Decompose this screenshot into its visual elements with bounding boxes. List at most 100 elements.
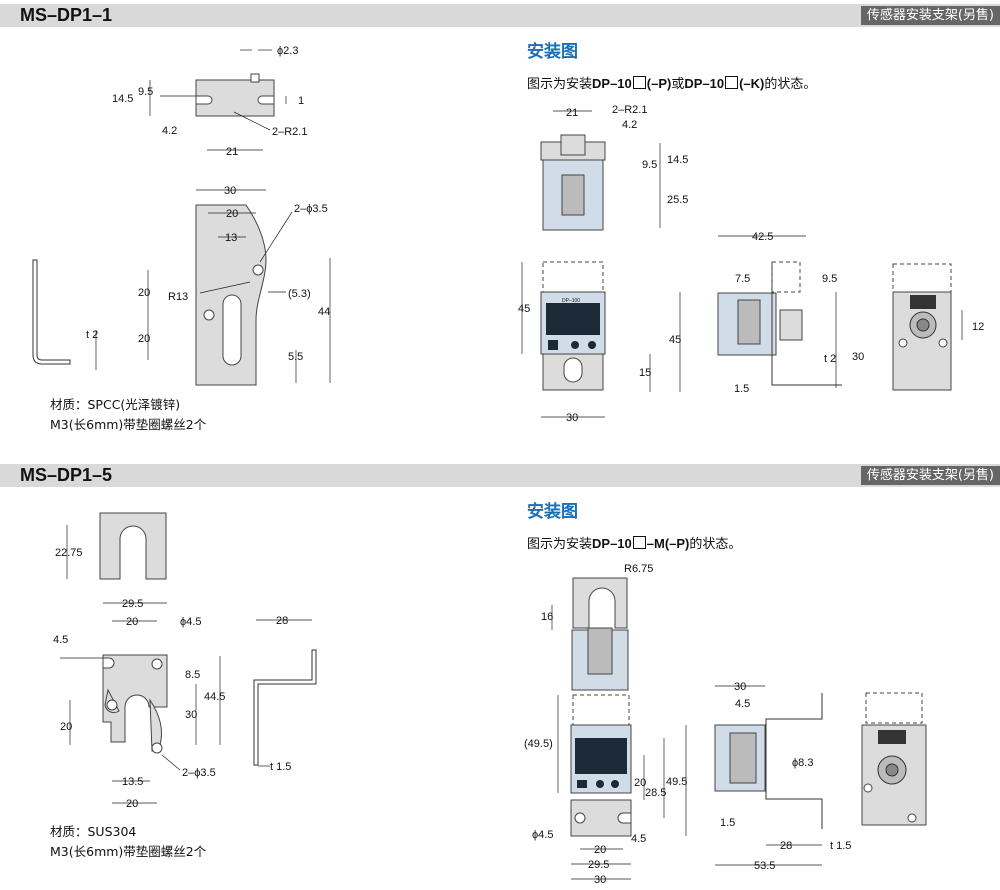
dim-text: 25.5 bbox=[667, 194, 688, 206]
dim-text: ϕ8.3 bbox=[792, 757, 813, 769]
dim-text: 30 bbox=[852, 351, 864, 363]
cable-core bbox=[885, 763, 899, 777]
dim-text: 28.5 bbox=[645, 787, 666, 799]
bracket-side-view bbox=[32, 259, 71, 365]
desc-mid: 或 bbox=[671, 77, 685, 92]
mounting-heading: 安装图 bbox=[527, 42, 578, 62]
mounting-heading: 安装图 bbox=[527, 502, 578, 522]
category-tag: 传感器安装支架(另售) bbox=[860, 466, 1000, 485]
dim-text: 4.2 bbox=[622, 119, 637, 131]
dim-text: 30 bbox=[566, 412, 578, 424]
bracket-side-line bbox=[771, 265, 842, 386]
material-note: 材质：SUS304 M3(长6mm)带垫圈螺丝2个 bbox=[50, 822, 206, 862]
dim-text: 20 bbox=[226, 208, 238, 220]
dim-text: 49.5 bbox=[666, 776, 687, 788]
button-down-icon bbox=[611, 780, 619, 788]
dim-text: 4.5 bbox=[53, 634, 68, 646]
desc-suffix-1: –M(–P) bbox=[646, 536, 690, 551]
desc-model-1: DP–10 bbox=[592, 536, 632, 551]
display-screen bbox=[546, 303, 600, 335]
desc-model-2: DP–10 bbox=[684, 76, 725, 91]
dim-text: 30 bbox=[224, 185, 236, 197]
dim-text: (5.3) bbox=[288, 288, 311, 300]
dim-text: 28 bbox=[780, 840, 792, 852]
dim-text: 2–ϕ3.5 bbox=[294, 203, 328, 215]
desc-suffix-2: (–K) bbox=[739, 76, 765, 91]
dim-text: 20 bbox=[138, 287, 150, 299]
dim-text: 30 bbox=[185, 709, 197, 721]
screw bbox=[863, 783, 873, 793]
dim-text: 30 bbox=[594, 874, 606, 886]
placeholder-box-icon bbox=[632, 536, 646, 549]
mounting-description: 图示为安装DP–10(–P)或DP–10(–K)的状态。 bbox=[527, 73, 816, 92]
material-text: 材质：SUS304 bbox=[50, 824, 137, 839]
dim-text: 12 bbox=[972, 321, 984, 333]
dim-text: 13.5 bbox=[122, 776, 143, 788]
display-screen bbox=[575, 738, 627, 774]
dim-text: 44 bbox=[318, 306, 330, 318]
dim-text: ϕ4.5 bbox=[532, 829, 553, 841]
long-slot bbox=[222, 294, 242, 366]
dim-text: 44.5 bbox=[204, 691, 225, 703]
dim-text: t 1.5 bbox=[830, 840, 851, 852]
bracket-front-view bbox=[102, 654, 168, 743]
dim-text: t 2 bbox=[86, 329, 98, 341]
bracket-outline bbox=[865, 692, 923, 724]
cable-clamp bbox=[737, 299, 761, 345]
ms-dp1-1-dimension-drawing: ϕ2.3 14.5 9.5 1 4.2 2–R2.1 21 30 20 13 2… bbox=[32, 45, 331, 386]
dim-text: 21 bbox=[566, 107, 578, 119]
cable-core bbox=[916, 318, 930, 332]
dim-text: 20 bbox=[634, 777, 646, 789]
placeholder-box-icon bbox=[632, 76, 646, 89]
dim-text: (49.5) bbox=[524, 738, 553, 750]
bracket-side-line bbox=[765, 693, 823, 829]
dim-text: ϕ2.3 bbox=[277, 45, 298, 57]
dim-text: 1.5 bbox=[734, 383, 749, 395]
dim-text: 45 bbox=[669, 334, 681, 346]
button-mode-icon bbox=[577, 780, 587, 788]
dim-text: 15 bbox=[639, 367, 651, 379]
display-label: DP–100 bbox=[562, 298, 580, 304]
mount-hole bbox=[252, 264, 264, 276]
dim-text: 14.5 bbox=[112, 93, 133, 105]
desc-suffix-1: (–P) bbox=[646, 76, 672, 91]
bracket-top-view bbox=[99, 512, 167, 580]
dim-text: 53.5 bbox=[754, 860, 775, 872]
section-header-ms-dp1-5: MS–DP1–5 传感器安装支架(另售) bbox=[0, 464, 1000, 487]
dim-text: 9.5 bbox=[642, 159, 657, 171]
screw bbox=[938, 338, 948, 348]
mount-hole bbox=[106, 699, 118, 711]
dim-text: 13 bbox=[225, 232, 237, 244]
dim-text: 20 bbox=[126, 798, 138, 810]
mounting-description: 图示为安装DP–10–M(–P)的状态。 bbox=[527, 533, 741, 552]
mount-hole bbox=[574, 812, 586, 824]
hole-top bbox=[250, 73, 260, 83]
dim-text: 8.5 bbox=[185, 669, 200, 681]
button-up-icon bbox=[571, 341, 579, 349]
screw bbox=[907, 813, 917, 823]
desc-end: 的状态。 bbox=[689, 537, 742, 552]
cable-block bbox=[561, 174, 585, 216]
dim-text: 16 bbox=[541, 611, 553, 623]
dim-text: 20 bbox=[60, 721, 72, 733]
cable-block bbox=[587, 627, 613, 675]
dim-text: 45 bbox=[518, 303, 530, 315]
desc-end: 的状态。 bbox=[764, 77, 817, 92]
material-text: 材质：SPCC(光泽镀锌) bbox=[50, 397, 181, 412]
dim-text: R13 bbox=[168, 291, 188, 303]
connector-pins bbox=[910, 295, 936, 309]
cable-gland bbox=[779, 309, 803, 341]
connector bbox=[560, 134, 586, 156]
dim-text: 9.5 bbox=[822, 273, 837, 285]
dim-text: 20 bbox=[594, 844, 606, 856]
dim-text: 29.5 bbox=[122, 598, 143, 610]
dp-10-mounted-drawing: 21 2–R2.1 4.2 9.5 14.5 25.5 DP–100 45 45… bbox=[518, 104, 984, 424]
slot-right bbox=[257, 95, 275, 105]
screws-text: M3(长6mm)带垫圈螺丝2个 bbox=[50, 417, 207, 432]
category-tag: 传感器安装支架(另售) bbox=[860, 6, 1000, 25]
dim-text: 7.5 bbox=[735, 273, 750, 285]
cable-clamp bbox=[729, 732, 757, 784]
dim-text: 2–R2.1 bbox=[612, 104, 647, 116]
ms-dp1-5-dimension-drawing: 22.75 29.5 20 ϕ4.5 4.5 8.5 44.5 30 20 13… bbox=[53, 512, 317, 810]
